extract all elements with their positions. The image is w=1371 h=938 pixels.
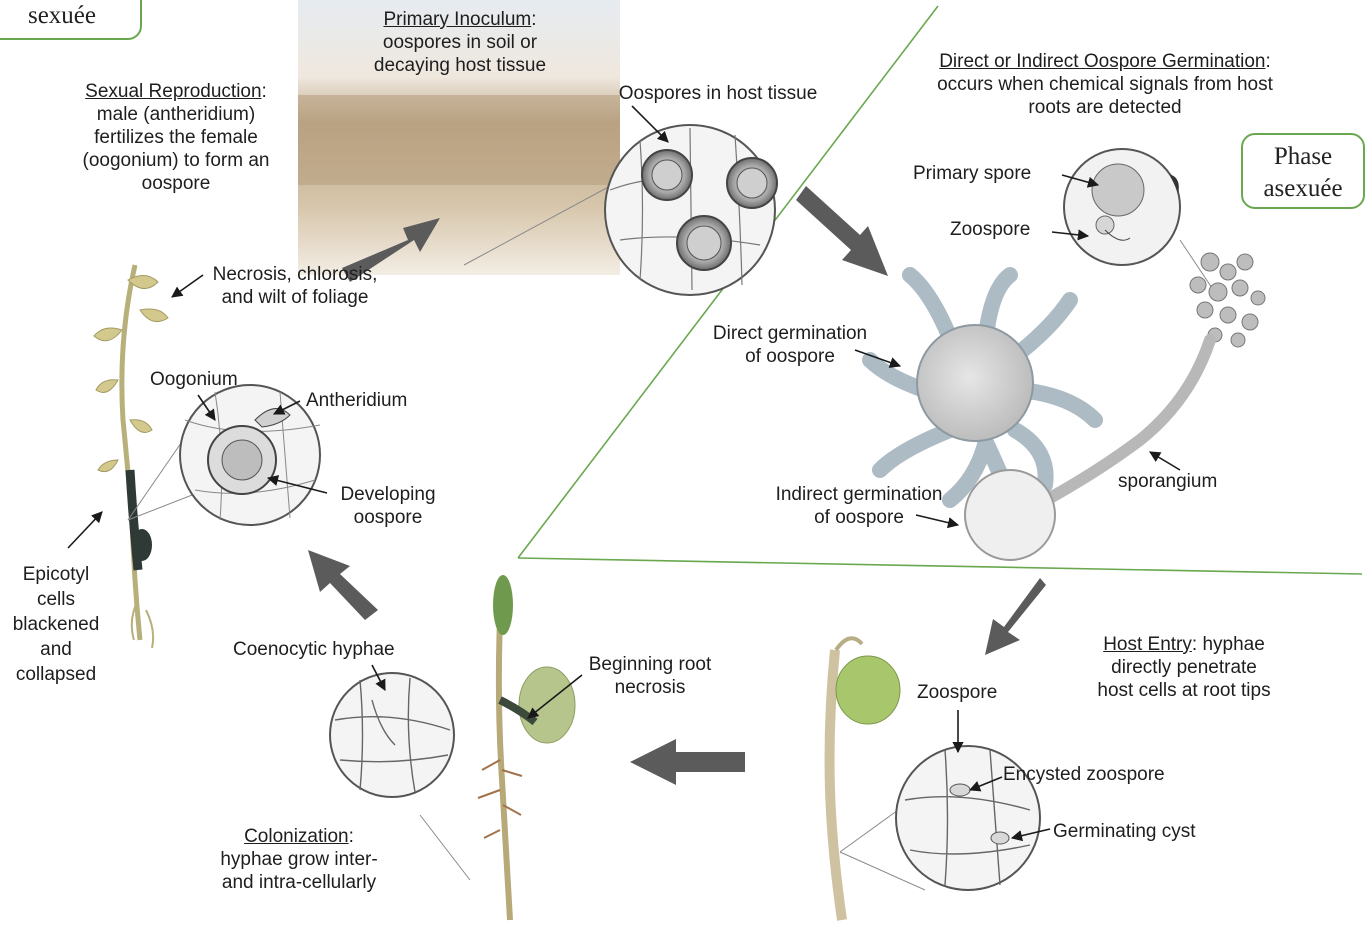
arrow-to-sexual [308,550,378,620]
sexual-reproduction-line3: (oogonium) to form an [58,149,294,172]
developing-oospore-line2: oospore [326,506,450,529]
direct-germination-line2: of oospore [690,345,890,368]
epicotyl-line4: and [12,637,100,662]
host-entry-heading: Host Entry [1103,634,1192,655]
host-entry-line2: directly penetrate [1068,656,1300,679]
germinating-cyst-label: Germinating cyst [1053,820,1196,843]
germination-heading: Direct or Indirect Oospore Germination [939,51,1265,72]
phase-label-asexual-line1: Phase [1243,141,1363,173]
germination-line1: occurs when chemical signals from host [898,73,1312,96]
oospores-in-host-label: Oospores in host tissue [598,82,838,105]
epicotyl-label: Epicotyl cells blackened and collapsed [12,562,100,687]
developing-oospore-line1: Developing [326,483,450,506]
diseased-plant [94,265,168,648]
developing-oospore-label: Developing oospore [326,483,450,529]
arrow-to-germination [796,186,888,276]
germination-line2: roots are detected [898,96,1312,119]
sexual-reproduction-line2: fertilizes the female [58,126,294,149]
host-entry-line3: host cells at root tips [1068,679,1300,702]
primary-inoculum-line2: decaying host tissue [340,54,580,77]
foliage-symptoms-line2: and wilt of foliage [196,286,394,309]
primary-spore-label: Primary spore [913,162,1031,185]
colonization-heading: Colonization [244,826,349,847]
root-necrosis-line2: necrosis [560,676,740,699]
foliage-symptoms-line1: Necrosis, chlorosis, [196,263,394,286]
epicotyl-line5: collapsed [12,662,100,687]
colonization-line2: and intra-cellularly [186,871,412,894]
direct-germination-oospore [870,275,1095,500]
phase-label-asexual-line2: asexuée [1243,173,1363,205]
epicotyl-line2: cells [12,587,100,612]
zoospore-top-label: Zoospore [950,218,1030,241]
oospores-in-host-tissue-circle [605,125,777,295]
epicotyl-line1: Epicotyl [12,562,100,587]
primary-inoculum-heading: Primary Inoculum [383,9,531,30]
sexual-reproduction-label: Sexual Reproduction: male (antheridium) … [58,80,294,195]
colonization-label: Colonization: hyphae grow inter- and int… [186,825,412,894]
oogonium-label: Oogonium [150,368,238,391]
phase-label-sexual-text: sexuée [0,0,140,32]
sexual-reproduction-line1: male (antheridium) [58,103,294,126]
colonization-line1: hyphae grow inter- [186,848,412,871]
epicotyl-line3: blackened [12,612,100,637]
zoospore-cluster [1190,253,1265,347]
arrow-to-colonization [630,739,745,785]
indirect-germination-line2: of oospore [748,506,970,529]
direct-germination-line1: Direct germination [690,322,890,345]
root-necrosis-label: Beginning root necrosis [560,653,740,699]
encysted-zoospore-label: Encysted zoospore [1003,763,1165,786]
host-entry-line1: hyphae [1202,634,1264,655]
indirect-germination-line1: Indirect germination [748,483,970,506]
antheridium-label: Antheridium [306,389,407,412]
sporangium-label: sporangium [1118,470,1217,493]
primary-inoculum-line1: oospores in soil or [340,31,580,54]
primary-inoculum-label: Primary Inoculum: oospores in soil or de… [340,8,580,77]
host-entry-label: Host Entry: hyphae directly penetrate ho… [1068,633,1300,702]
germination-label: Direct or Indirect Oospore Germination: … [898,50,1312,119]
phase-label-sexual: sexuée [0,0,142,40]
phase-label-asexual: Phase asexuée [1241,133,1365,209]
direct-germination-label: Direct germination of oospore [690,322,890,368]
foliage-symptoms-label: Necrosis, chlorosis, and wilt of foliage [196,263,394,309]
zoospore-bottom-label: Zoospore [917,681,997,704]
root-necrosis-line1: Beginning root [560,653,740,676]
sexual-reproduction-heading: Sexual Reproduction [85,81,261,102]
sexual-reproduction-line4: oospore [58,172,294,195]
phase-divider-horizontal [518,558,1362,574]
coenocytic-hyphae-label: Coenocytic hyphae [233,638,395,661]
indirect-germination-label: Indirect germination of oospore [748,483,970,529]
arrow-to-host-entry [985,578,1046,655]
